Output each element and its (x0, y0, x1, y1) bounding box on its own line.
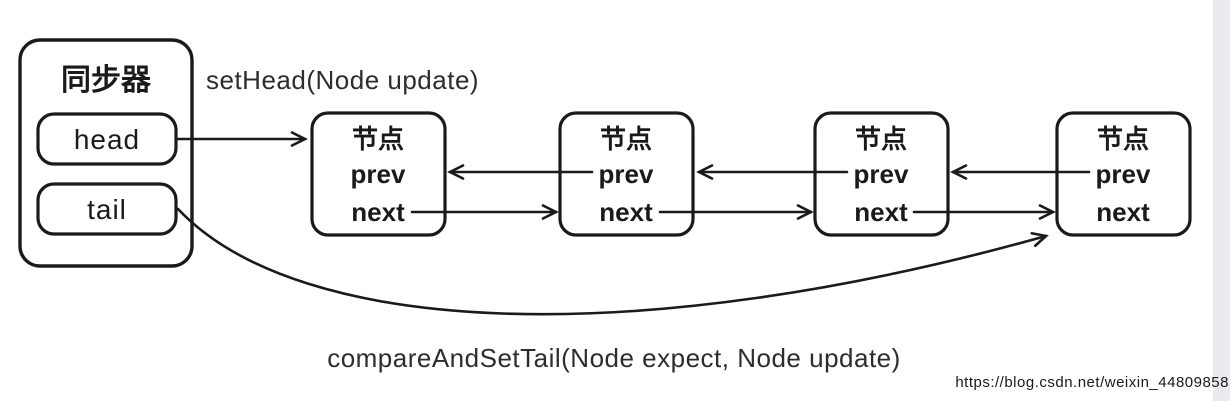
node-4: 节点 prev next (1055, 111, 1192, 237)
node-1-next-field: next (351, 197, 405, 227)
node-1-outline (310, 111, 447, 237)
node-2-title: 节点 (600, 124, 652, 154)
node-4-next-field: next (1096, 197, 1150, 227)
node-4-title: 节点 (1097, 124, 1149, 154)
head-pointer: head (36, 112, 178, 166)
node-3-title: 节点 (855, 124, 907, 154)
node-2-outline (558, 111, 695, 237)
watermark-url: https://blog.csdn.net/weixin_44809858 (955, 374, 1229, 391)
tail-pointer-outline (36, 182, 178, 236)
node-2-prev-field: prev (599, 159, 654, 189)
synchronizer-box: 同步器 head tail (18, 38, 194, 268)
node-3: 节点 prev next (813, 111, 950, 237)
node-4-outline (1055, 111, 1192, 237)
node-4-prev-field: prev (1096, 159, 1151, 189)
tail-pointer: tail (36, 182, 178, 236)
set-head-annotation: setHead(Node update) (206, 65, 479, 95)
synchronizer-title: 同步器 (61, 64, 152, 97)
node-3-next-field: next (854, 197, 908, 227)
node-3-prev-field: prev (854, 159, 909, 189)
node-1: 节点 prev next (310, 111, 447, 237)
node-1-prev-field: prev (351, 159, 406, 189)
head-pointer-label: head (74, 124, 140, 155)
tail-to-node4-arrow (176, 207, 1049, 316)
node-2-next-field: next (599, 197, 653, 227)
node-1-title: 节点 (352, 124, 404, 154)
tail-pointer-label: tail (87, 194, 127, 225)
scrollbar-track[interactable] (1213, 0, 1230, 401)
node-2: 节点 prev next (558, 111, 695, 237)
node-3-outline (813, 111, 950, 237)
compare-and-set-tail-annotation: compareAndSetTail(Node expect, Node upda… (327, 343, 901, 373)
